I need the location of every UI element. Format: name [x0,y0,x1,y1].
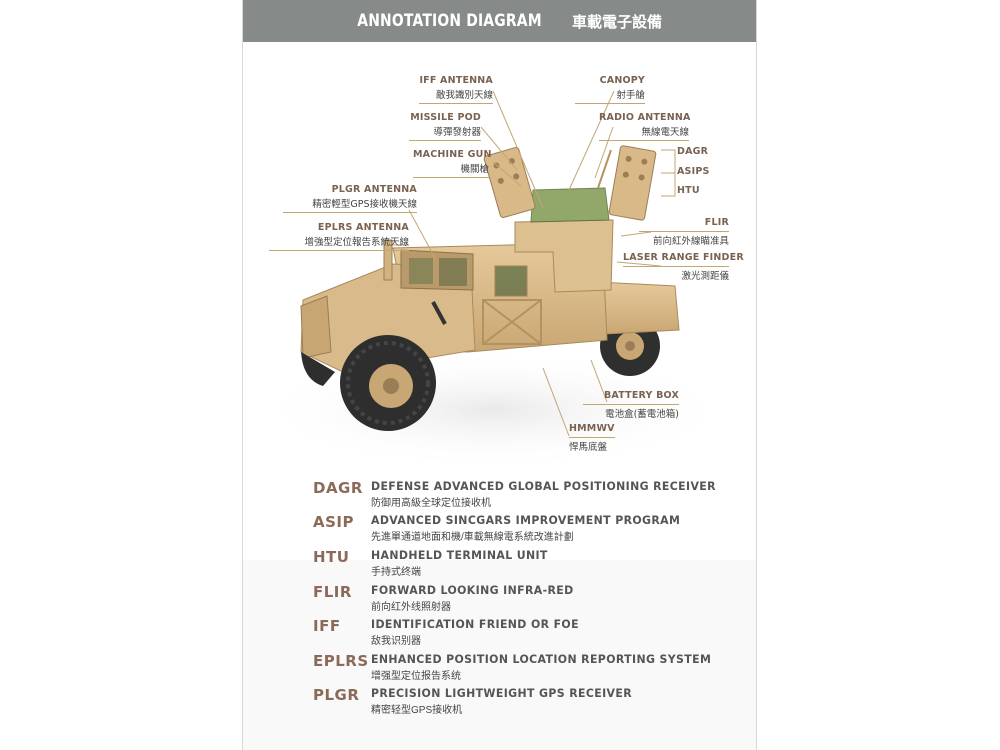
glossary-abbr-plgr: PLGR [313,686,360,704]
label-laser-range-finder-en: LASER RANGE FINDER [623,253,744,267]
label-eplrs-antenna-zh: 增強型定位報告系統天線 [269,237,409,251]
label-machine-gun: MACHINE GUN 機關槍 [413,149,492,178]
glossary-zh-plgr: 精密轻型GPS接收机 [371,705,463,716]
leader-lines [388,90,676,437]
glossary-abbr-eplrs: EPLRS [313,652,369,670]
label-eplrs-antenna-en: EPLRS ANTENNA [317,222,409,233]
label-plgr-antenna-zh: 精密輕型GPS接收機天線 [283,199,417,213]
windshield-left-glass [409,258,433,284]
side-window [494,265,528,297]
glossary-full-dagr: DEFENSE ADVANCED GLOBAL POSITIONING RECE… [371,479,716,493]
windshield-right-glass [439,258,467,286]
label-battery-box: BATTERY BOX 電池盒(蓄電池箱) [583,391,679,419]
label-plgr-antenna-en: PLGR ANTENNA [331,184,417,195]
glossary-full-iff: IDENTIFICATION FRIEND OR FOE [371,617,579,631]
label-hmmwv-zh: 悍馬底盤 [569,441,608,453]
vehicle-illustration [243,90,756,750]
label-hmmwv-en: HMMWV [569,424,615,438]
label-htu: HTU [677,185,700,196]
glossary-abbr-htu: HTU [313,548,350,566]
label-dagr: DAGR [677,146,709,157]
label-radio-antenna: RADIO ANTENNA 無線電天線 [599,112,691,141]
label-iff-antenna-zh: 敵我識別天線 [419,90,493,104]
eplrs-antenna-mast [383,239,393,281]
label-machine-gun-zh: 機關槍 [413,164,489,178]
label-asips: ASIPS [677,166,710,177]
label-battery-box-zh: 電池盒(蓄電池箱) [605,408,679,420]
label-canopy: CANOPY 射手艙 [575,76,645,104]
door-panel [482,299,542,345]
label-battery-box-en: BATTERY BOX [583,391,679,405]
glossary-zh-flir: 前向红外线照射器 [371,602,451,613]
diagram-sheet: ANNOTATION DIAGRAM 車載電子設備 [243,0,756,750]
header-title-en: ANNOTATION DIAGRAM [357,11,542,31]
label-iff-antenna: IFF ANTENNA 敵我識別天線 [419,76,493,104]
label-flir-zh: 前向紅外線瞄准具 [652,235,729,247]
rear-left-wheel [301,352,335,386]
glossary-full-flir: FORWARD LOOKING INFRA-RED [371,583,574,597]
glossary-full-htu: HANDHELD TERMINAL UNIT [371,548,548,562]
label-canopy-en: CANOPY [599,75,645,86]
radio-antenna-mast [597,149,612,189]
glossary-zh-iff: 敌我识别器 [371,636,421,647]
glossary-zh-dagr: 防御用高級全球定位接收机 [371,498,491,509]
glossary-full-asip: ADVANCED SINCGARS IMPROVEMENT PROGRAM [371,513,681,527]
missile-pod-right [608,145,657,221]
glossary-abbr-dagr: DAGR [313,479,363,497]
header-title-zh: 車載電子設備 [572,12,663,31]
label-eplrs-antenna: EPLRS ANTENNA 增強型定位報告系統天線 [269,223,409,251]
label-laser-range-finder-zh: 激光測距儀 [681,270,729,282]
label-radio-antenna-zh: 無線電天線 [599,127,689,141]
label-canopy-zh: 射手艙 [575,90,645,104]
label-laser-range-finder: LASER RANGE FINDER 激光測距儀 [623,253,744,282]
label-flir: FLIR 前向紅外線瞄准具 [639,218,729,246]
canopy-glass [530,187,610,223]
glossary-abbr-iff: IFF [313,617,341,635]
label-plgr-antenna: PLGR ANTENNA 精密輕型GPS接收機天線 [283,185,417,213]
label-flir-en: FLIR [639,218,729,232]
label-machine-gun-en: MACHINE GUN [413,149,492,160]
glossary-zh-htu: 手持式终端 [371,567,421,578]
label-missile-pod-zh: 導彈發射器 [409,127,481,141]
label-iff-antenna-en: IFF ANTENNA [419,75,493,86]
side-mirror [431,301,447,325]
glossary-zh-asip: 先進單通道地面和機/車載無線電系統改進計劃 [371,532,574,543]
glossary-zh-eplrs: 增强型定位报告系统 [371,671,461,682]
label-missile-pod: MISSILE POD 導彈發射器 [409,113,481,141]
lower-fade [243,560,756,750]
label-radio-antenna-en: RADIO ANTENNA [599,112,691,123]
grille [300,295,332,359]
label-missile-pod-en: MISSILE POD [410,112,481,123]
diagram-header: ANNOTATION DIAGRAM 車載電子設備 [243,0,756,42]
glossary-full-eplrs: ENHANCED POSITION LOCATION REPORTING SYS… [371,652,712,666]
glossary-full-plgr: PRECISION LIGHTWEIGHT GPS RECEIVER [371,686,632,700]
label-hmmwv: HMMWV 悍馬底盤 [569,424,615,452]
glossary-abbr-flir: FLIR [313,583,352,601]
front-wheel [340,335,436,431]
glossary-abbr-asip: ASIP [313,513,354,531]
turret [514,219,614,293]
